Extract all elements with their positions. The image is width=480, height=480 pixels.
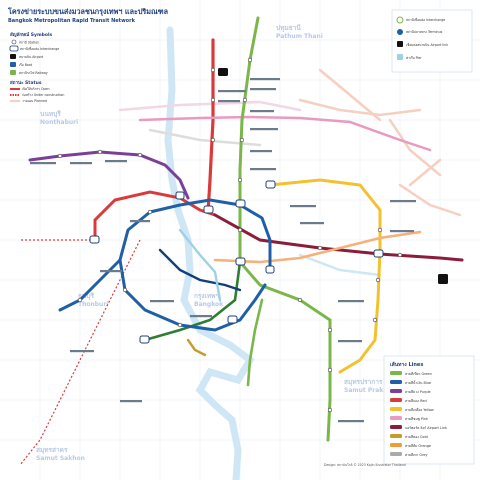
- region-pathum-thani-en: Pathum Thani: [276, 33, 323, 40]
- tr-legend-item-1: สถานีปลายทาง Terminus: [406, 30, 443, 34]
- green-line-south: [238, 260, 332, 442]
- line-name: สายสีเหลือง Yellow: [405, 407, 434, 412]
- map-title-english: Bangkok Metropolitan Rapid Transit Netwo…: [8, 18, 136, 24]
- line-swatch: [390, 398, 402, 402]
- region-nonthaburi-en: Nonthaburi: [40, 119, 78, 126]
- region-bangkok-en: Bangkok: [194, 301, 224, 308]
- line-name: สายสีแดง Red: [405, 398, 427, 403]
- airport-link: [213, 213, 464, 262]
- red-line-dotted: [19, 239, 141, 466]
- interchanges: [89, 180, 384, 344]
- region-samut-prakan-en: Samut Prakan: [344, 387, 392, 394]
- top-right-legend: สถานีเชื่อมต่อ Interchange สถานีปลายทาง …: [391, 9, 473, 73]
- symbols-legend-heading: สัญลักษณ์ Symbols: [10, 31, 52, 38]
- tr-legend-item-0: สถานีเชื่อมต่อ Interchange: [406, 17, 445, 22]
- station-labels: [30, 78, 416, 423]
- map-title-thai: โครงข่ายระบบขนส่งมวลชนกรุงเทพฯ และปริมณฑ…: [7, 7, 168, 16]
- line-name: สายสีเทา Grey: [405, 452, 427, 457]
- suvarnabhumi-airport-icon: [438, 274, 448, 284]
- line-name: สายสีชมพู Pink: [405, 416, 428, 421]
- red-line: [93, 190, 217, 242]
- orange-line: [213, 230, 422, 264]
- line-swatch: [390, 416, 402, 420]
- stations: [57, 57, 403, 413]
- symbol-station-label: สถานี Station: [19, 41, 39, 45]
- line-swatch: [390, 434, 402, 438]
- region-pathum-thani-th: ปทุมธานี: [276, 24, 301, 32]
- line-name: สายสีน้ำเงิน Blue: [405, 380, 431, 385]
- symbols-legend: สัญลักษณ์ Symbols สถานี Station สถานีเชื…: [9, 31, 59, 75]
- line-swatch: [390, 425, 402, 429]
- green-line-silom: [246, 298, 264, 387]
- light-blue-line: [178, 228, 222, 302]
- interchange-symbol-icon: [9, 45, 19, 52]
- line-name: แอร์พอร์ต ลิงก์ Airport Link: [405, 426, 447, 430]
- line-name: สายสีม่วง Purple: [405, 389, 431, 394]
- pink-line: [138, 115, 432, 152]
- boat-symbol-icon: [10, 62, 16, 67]
- airport-icons: [218, 68, 448, 284]
- region-samut-sakhon-en: Samut Sakhon: [36, 455, 85, 462]
- region-samut-prakan-th: สมุทรปราการ: [344, 378, 383, 386]
- map-credit: Design: สถาบันโกจิ © 2023 Kojin Illustra…: [324, 462, 406, 467]
- symbol-interchange-label: สถานีเชื่อมต่อ Interchange: [20, 46, 59, 51]
- yellow-line: [268, 178, 382, 374]
- status-construction-label: ก่อสร้าง Under construction: [22, 93, 64, 97]
- line-name: สายสีส้ม Orange: [405, 443, 431, 448]
- station-symbol-icon: [11, 39, 17, 45]
- symbol-railway-label: สถานีรถไฟ Railway: [19, 71, 48, 75]
- region-thonburi-th: ธนบุรี: [78, 292, 95, 300]
- dark-red-line: [206, 38, 215, 214]
- line-swatch: [390, 389, 402, 393]
- region-samut-sakhon-th: สมุทรสาคร: [36, 446, 68, 454]
- don-mueang-airport-icon: [218, 68, 228, 76]
- status-legend: สถานะ Status เปิดให้บริการ Open ก่อสร้าง…: [10, 80, 64, 103]
- status-planned-label: วางแผน Planned: [22, 99, 47, 103]
- line-swatch: [390, 380, 402, 384]
- lines-legend-heading: เส้นทาง Lines: [390, 361, 423, 368]
- tr-legend-item-2: เชื่อมต่อสนามบิน Airport link: [406, 42, 448, 47]
- line-name: สายสีเขียว Green: [405, 371, 432, 376]
- region-bangkok-th: กรุงเทพฯ: [194, 292, 219, 300]
- chao-phraya-river: [164, 26, 255, 480]
- railway-symbol-icon: [10, 70, 16, 75]
- dark-green-line: [143, 260, 242, 342]
- symbol-boat-label: เรือ Boat: [19, 62, 33, 67]
- lines-legend: เส้นทาง Lines สายสีเขียว Green สายสีน้ำเง…: [383, 355, 475, 465]
- tr-legend-item-3: ท่าเรือ Pier: [406, 55, 422, 60]
- line-swatch: [390, 452, 402, 456]
- line-swatch: [390, 443, 402, 447]
- blue-line-loop: [118, 198, 272, 332]
- region-nonthaburi-th: นนทบุรี: [40, 110, 61, 118]
- region-thonburi-en: Thonburi: [78, 301, 108, 308]
- gold-line: [186, 338, 207, 357]
- status-open-label: เปิดให้บริการ Open: [22, 87, 50, 91]
- line-name: สายสีทอง Gold: [405, 434, 428, 439]
- status-legend-heading: สถานะ Status: [10, 80, 42, 86]
- line-swatch: [390, 371, 402, 375]
- blue-line-dark-inner: [158, 248, 242, 292]
- purple-line: [28, 150, 190, 200]
- airport-symbol-icon: [10, 54, 16, 59]
- line-swatch: [390, 407, 402, 411]
- symbol-airport-label: สนามบิน Airport: [19, 55, 44, 59]
